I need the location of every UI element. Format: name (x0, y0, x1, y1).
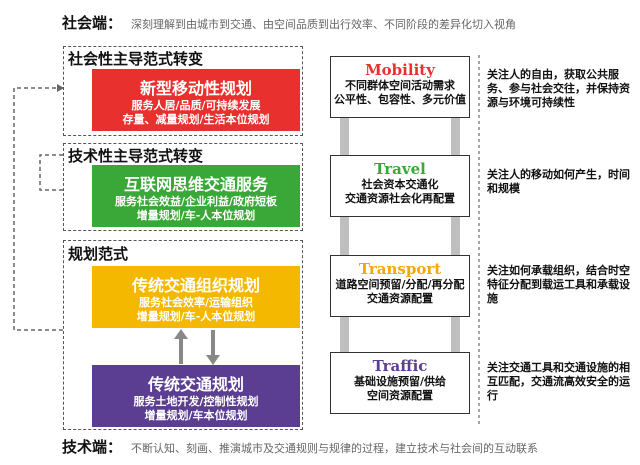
level-box-mobility: Mobility 不同群体空间活动需求 公平性、包容性、多元价值 (330, 56, 470, 118)
level-box-travel: Travel 社会资本交通化 交通资源社会化再配置 (330, 155, 470, 217)
card-line: 服务社会效率/运输组织 (138, 296, 254, 309)
section-title-social: 社会性主导范式转变 (68, 50, 204, 68)
level-key: Traffic (372, 357, 428, 375)
level-line: 社会资本交通化 (361, 178, 439, 191)
social-end-text: 深刻理解到由城市到交通、由空间品质到出行效率、不同阶段的差异化切入视角 (131, 18, 516, 31)
card-line: 增量规划/车-人本位规划 (136, 209, 256, 222)
level-line: 交通资源配置 (367, 292, 433, 305)
card-title: 传统交通组织规划 (131, 276, 260, 295)
card-line: 服务土地开发/控制性规划 (133, 395, 259, 408)
level-desc-travel: 关注人的移动如何产生，时间和规模 (487, 168, 630, 195)
pillar-left (340, 110, 349, 380)
level-line: 道路空间预留/分配/再分配 (335, 278, 465, 291)
right-divider (478, 55, 480, 425)
card-traditional-planning: 传统交通规划 服务土地开发/控制性规划 增量规划/车本位规划 (92, 365, 300, 427)
left-connector (13, 84, 64, 331)
level-line: 不同群体空间活动需求 (345, 79, 455, 92)
card-title: 互联网思维交通服务 (123, 175, 268, 194)
level-desc-transport: 关注如何承载组织，结合时空特征分配到载运工具和承载设施 (487, 264, 630, 305)
level-line: 交通资源社会化再配置 (345, 192, 455, 205)
card-title: 传统交通规划 (147, 375, 244, 394)
level-desc-mobility: 关注人的自由，获取公共服务、参与社会交往，并保持资源与环境可持续性 (487, 68, 630, 109)
level-box-traffic: Traffic 基础设施预留/供给 空间资源配置 (330, 352, 470, 414)
level-key: Travel (374, 160, 426, 178)
level-desc-traffic: 关注交通工具和交通设施的相互匹配，交通流高效安全的运行 (487, 361, 630, 402)
section-box-social (63, 46, 303, 136)
down-arrow-icon (206, 330, 220, 365)
card-internet-service: 互联网思维交通服务 服务社会效益/企业利益/政府短板 增量规划/车-人本位规划 (92, 165, 300, 227)
section-title-tech: 技术性主导范式转变 (68, 147, 204, 165)
card-line: 服务人居/品质/可持续发展 (131, 99, 261, 112)
section-box-planning (63, 240, 303, 430)
social-end-label: 社会端： (62, 14, 123, 32)
level-key: Mobility (365, 61, 435, 79)
section-box-tech (63, 143, 303, 231)
section-title-planning: 规划范式 (68, 245, 129, 263)
level-line: 基础设施预留/供给 (353, 375, 447, 388)
card-line: 增量规划/车-人本位规划 (136, 310, 256, 323)
flow-arrows (174, 329, 220, 365)
card-line: 服务社会效益/企业利益/政府短板 (114, 195, 278, 208)
level-line: 空间资源配置 (367, 389, 433, 402)
card-traditional-organization: 传统交通组织规划 服务社会效率/运输组织 增量规划/车-人本位规划 (92, 266, 300, 328)
level-box-transport: Transport 道路空间预留/分配/再分配 交通资源配置 (330, 255, 470, 317)
card-line: 增量规划/车本位规划 (144, 409, 248, 422)
card-new-mobility: 新型移动性规划 服务人居/品质/可持续发展 存量、减量规划/生活本位规划 (92, 69, 300, 131)
level-line: 公平性、包容性、多元价值 (334, 93, 466, 106)
up-arrow-icon (174, 329, 188, 364)
level-key: Transport (358, 260, 442, 278)
tech-end-label: 技术端： (62, 438, 123, 456)
tech-end-text: 不断认知、刻画、推演城市及交通规则与规律的过程，建立技术与社会间的互动联系 (131, 442, 538, 455)
card-line: 存量、减量规划/生活本位规划 (122, 113, 270, 126)
pillar-right (451, 110, 460, 380)
card-title: 新型移动性规划 (139, 79, 252, 98)
